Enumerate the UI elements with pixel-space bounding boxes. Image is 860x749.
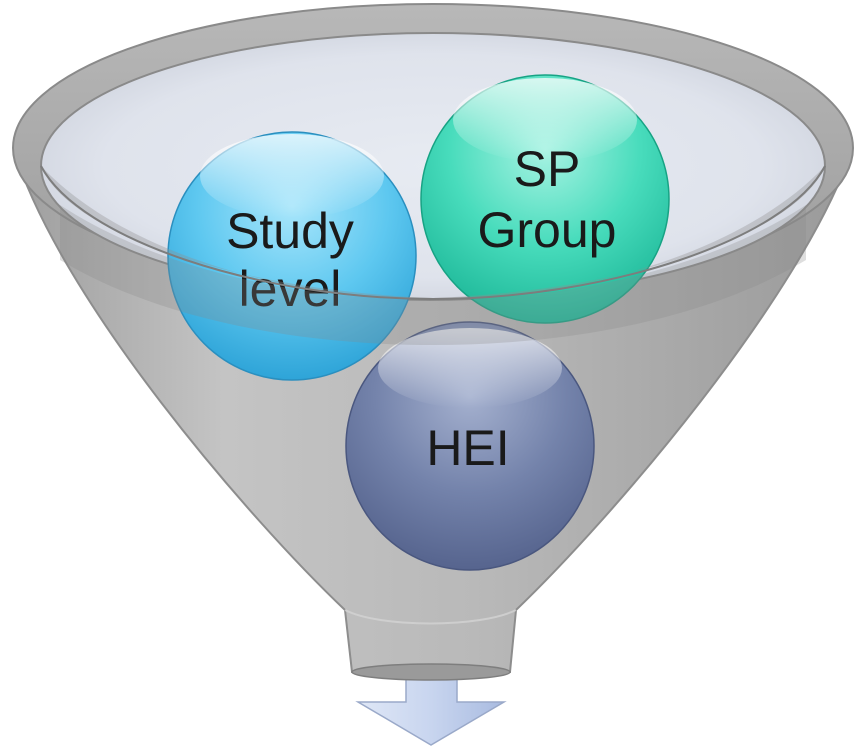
study-level-circle: Study level	[167, 131, 417, 381]
sp-group-circle: SP Group	[420, 74, 670, 324]
sp-group-label-line2: Group	[478, 202, 617, 258]
study-level-label-line2: level	[239, 261, 342, 317]
svg-text:level: level	[239, 261, 342, 317]
hei-label: HEI	[426, 420, 509, 476]
sp-group-label-line1: SP	[514, 141, 581, 197]
down-arrow-icon	[355, 671, 507, 746]
svg-text:Group: Group	[478, 202, 617, 258]
funnel-front-lip	[40, 165, 826, 345]
svg-text:Study: Study	[226, 203, 354, 259]
svg-text:SP: SP	[514, 141, 581, 197]
hei-circle: HEI	[345, 321, 595, 571]
study-level-label-line1: Study	[226, 203, 354, 259]
